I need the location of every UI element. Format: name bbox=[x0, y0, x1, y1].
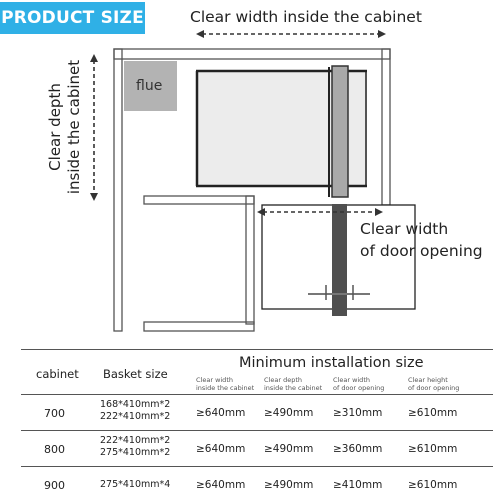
subheader-line: of door opening bbox=[408, 384, 460, 392]
basket-line: 222*410mm*2 bbox=[100, 435, 171, 446]
basket-cell: 275*410mm*4 bbox=[100, 479, 170, 491]
cabinet-shelf-panel bbox=[143, 195, 255, 205]
door-width-cell: ≥360mm bbox=[333, 443, 383, 455]
table-title: Minimum installation size bbox=[239, 355, 424, 371]
table-row: 800 222*410mm*2 275*410mm*2 ≥640mm ≥490m… bbox=[21, 430, 493, 467]
basket-cell: 168*410mm*2 222*410mm*2 bbox=[100, 399, 170, 423]
subheader-line: Clear width bbox=[333, 376, 370, 384]
cabinet-cell: 900 bbox=[44, 479, 65, 492]
flue-block bbox=[124, 61, 177, 111]
subheader-line: inside the cabinet bbox=[196, 384, 255, 392]
subheader-clear-depth: Clear depth inside the cabinet bbox=[264, 376, 322, 392]
door-opening-line1: Clear width bbox=[360, 220, 449, 238]
product-size-badge: PRODUCT SIZE bbox=[0, 2, 145, 34]
table-row: 700 168*410mm*2 222*410mm*2 ≥640mm ≥490m… bbox=[21, 394, 493, 431]
cabinet-bottom-panel bbox=[143, 321, 255, 332]
subheader-clear-width: Clear width inside the cabinet bbox=[196, 376, 254, 392]
door-height-cell: ≥610mm bbox=[408, 479, 458, 491]
depth-arrow-top bbox=[90, 54, 98, 62]
header-cabinet: cabinet bbox=[36, 367, 79, 381]
door-height-cell: ≥610mm bbox=[408, 443, 458, 455]
center-post bbox=[331, 65, 349, 198]
cabinet-inner-panel bbox=[245, 195, 255, 325]
upper-basket bbox=[196, 70, 334, 187]
door-opening-line2: of door opening bbox=[360, 242, 483, 260]
upper-basket-right bbox=[347, 70, 367, 187]
clear-depth-line1: Clear depth bbox=[46, 83, 64, 171]
clear-width-cell: ≥640mm bbox=[196, 443, 246, 455]
header-basket-size: Basket size bbox=[103, 367, 168, 381]
door-arrow-left bbox=[257, 208, 265, 216]
door-width-cell: ≥310mm bbox=[333, 407, 383, 419]
depth-arrow-bottom bbox=[90, 193, 98, 201]
cabinet-left-panel bbox=[113, 48, 123, 332]
lower-post bbox=[332, 204, 347, 316]
installation-size-table: Minimum installation size cabinet Basket… bbox=[21, 349, 493, 501]
door-arrow-right bbox=[375, 208, 383, 216]
cabinet-top-panel bbox=[113, 48, 391, 60]
door-width-cell: ≥410mm bbox=[333, 479, 383, 491]
width-arrow-right bbox=[378, 30, 386, 38]
basket-line: 168*410mm*2 bbox=[100, 399, 171, 410]
cabinet-cell: 700 bbox=[44, 407, 65, 420]
subheader-line: inside the cabinet bbox=[264, 384, 323, 392]
table-row: 900 275*410mm*4 ≥640mm ≥490mm ≥410mm ≥61… bbox=[21, 466, 493, 503]
flue-label: flue bbox=[136, 78, 163, 94]
basket-line: 275*410mm*4 bbox=[100, 479, 171, 490]
clear-depth-cell: ≥490mm bbox=[264, 443, 314, 455]
clear-depth-line2: inside the cabinet bbox=[65, 59, 83, 195]
clear-depth-cell: ≥490mm bbox=[264, 479, 314, 491]
cabinet-right-panel bbox=[381, 48, 391, 206]
basket-cell: 222*410mm*2 275*410mm*2 bbox=[100, 435, 170, 459]
subheader-door-width: Clear width of door opening bbox=[333, 376, 384, 392]
cabinet-diagram bbox=[90, 30, 416, 332]
width-arrow-left bbox=[196, 30, 204, 38]
subheader-line: of door opening bbox=[333, 384, 385, 392]
subheader-line: Clear width bbox=[196, 376, 233, 384]
door-height-cell: ≥610mm bbox=[408, 407, 458, 419]
door-opening-label: Clear width of door opening bbox=[360, 218, 483, 262]
subheader-line: Clear height bbox=[408, 376, 448, 384]
cabinet-cell: 800 bbox=[44, 443, 65, 456]
clear-width-cabinet-label: Clear width inside the cabinet bbox=[190, 8, 422, 26]
basket-line: 222*410mm*2 bbox=[100, 411, 171, 422]
clear-depth-cell: ≥490mm bbox=[264, 407, 314, 419]
subheader-line: Clear depth bbox=[264, 376, 302, 384]
clear-width-cell: ≥640mm bbox=[196, 407, 246, 419]
clear-depth-label: Clear depth inside the cabinet bbox=[46, 57, 84, 197]
subheader-door-height: Clear height of door opening bbox=[408, 376, 459, 392]
clear-width-cell: ≥640mm bbox=[196, 479, 246, 491]
basket-line: 275*410mm*2 bbox=[100, 447, 171, 458]
